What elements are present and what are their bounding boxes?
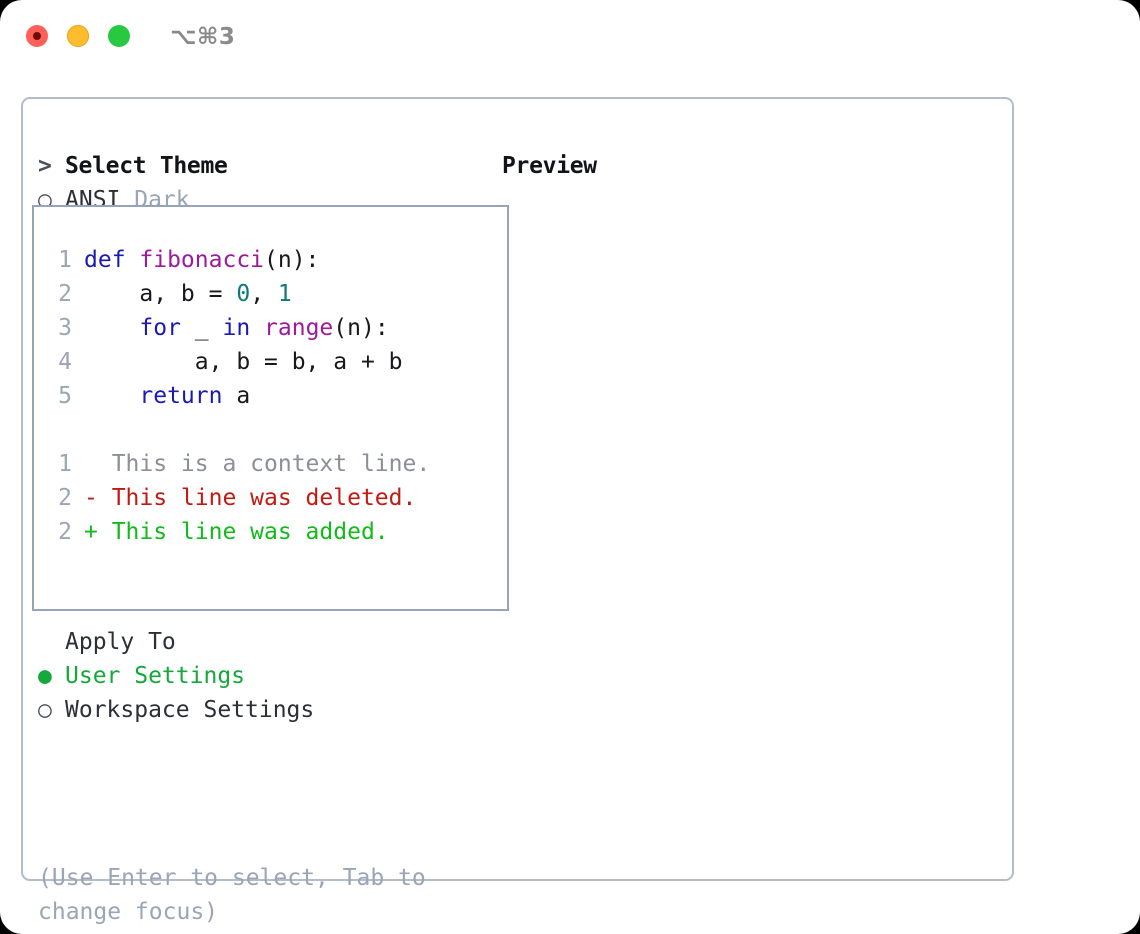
diff-line: 2 - This line was deleted. (46, 481, 430, 515)
code-token-punc: (n): (264, 247, 320, 273)
code-line: 5 return a (46, 379, 430, 413)
window-shortcut-label: ⌥⌘3 (170, 24, 236, 50)
code-line-number: 4 (58, 349, 72, 375)
traffic-light-group (26, 25, 130, 47)
minimize-window-button[interactable] (67, 25, 89, 47)
theme-picker-panel: >Select Theme ○ANSI Dark○Atom One Dark○A… (21, 97, 1014, 925)
diff-line: 1 This is a context line. (46, 447, 430, 481)
code-token-txt: _ (180, 315, 223, 341)
code-token-kw: for (139, 315, 181, 341)
code-token-txt (84, 383, 139, 409)
code-line: 4 a, b = b, a + b (46, 345, 430, 379)
apply-to-option-row[interactable]: ○ Workspace Settings (38, 693, 498, 727)
code-token-fn: range (264, 315, 334, 341)
code-token-txt: , (250, 281, 278, 307)
code-token-txt: a, b = (84, 281, 237, 307)
code-token-num: 1 (277, 281, 292, 307)
diff-line-number: 1 (58, 451, 72, 477)
maximize-window-button[interactable] (108, 25, 130, 47)
code-token-txt (84, 315, 139, 341)
theme-list-heading: > Select Theme (38, 149, 498, 183)
diff-line: 2 + This line was added. (46, 515, 430, 549)
theme-list-heading-label: Select Theme (65, 153, 228, 179)
apply-to-option-label: Workspace Settings (65, 697, 315, 723)
code-token-fn: fibonacci (139, 247, 265, 273)
apply-to-option-label: User Settings (65, 663, 246, 689)
radio-selected-icon: ● (38, 663, 52, 689)
diff-line-text: + This line was added. (84, 519, 389, 545)
code-line-number: 3 (58, 315, 72, 341)
code-line: 2 a, b = 0, 1 (46, 277, 430, 311)
code-blank-separator (46, 413, 430, 447)
diff-line-text: - This line was deleted. (84, 485, 417, 511)
close-window-button[interactable] (26, 25, 48, 47)
code-token-txt: a (222, 383, 251, 409)
code-token-kw: return (139, 383, 223, 409)
prompt-caret-icon: > (38, 153, 52, 179)
apply-to-option-row[interactable]: ● User Settings (38, 659, 498, 693)
code-token-punc: (n): (333, 315, 389, 341)
radio-unselected-icon: ○ (38, 697, 52, 723)
code-token-txt: a, b = b, a + b (84, 349, 403, 375)
window-titlebar: ⌥⌘3 (0, 0, 1140, 78)
code-token-kw: in (222, 315, 251, 341)
code-token-kw: def (84, 247, 140, 273)
keyboard-hint-text: (Use Enter to select, Tab to change focu… (38, 865, 426, 925)
diff-line-number: 2 (58, 519, 72, 545)
code-line-number: 5 (58, 383, 72, 409)
preview-title: Preview (502, 153, 597, 179)
code-line-number: 1 (58, 247, 72, 273)
code-line: 3 for _ in range(n): (46, 311, 430, 345)
code-line: 1 def fibonacci(n): (46, 243, 430, 277)
apply-to-options-list[interactable]: ● User Settings ○ Workspace Settings (38, 659, 498, 727)
apply-to-heading: Apply To (38, 625, 498, 659)
code-token-num: 0 (236, 281, 251, 307)
code-token-txt (250, 315, 264, 341)
apply-to-heading-label: Apply To (65, 629, 176, 655)
preview-column: Preview (502, 149, 597, 183)
code-line-number: 2 (58, 281, 72, 307)
diff-line-number: 2 (58, 485, 72, 511)
diff-line-text: This is a context line. (84, 451, 431, 477)
